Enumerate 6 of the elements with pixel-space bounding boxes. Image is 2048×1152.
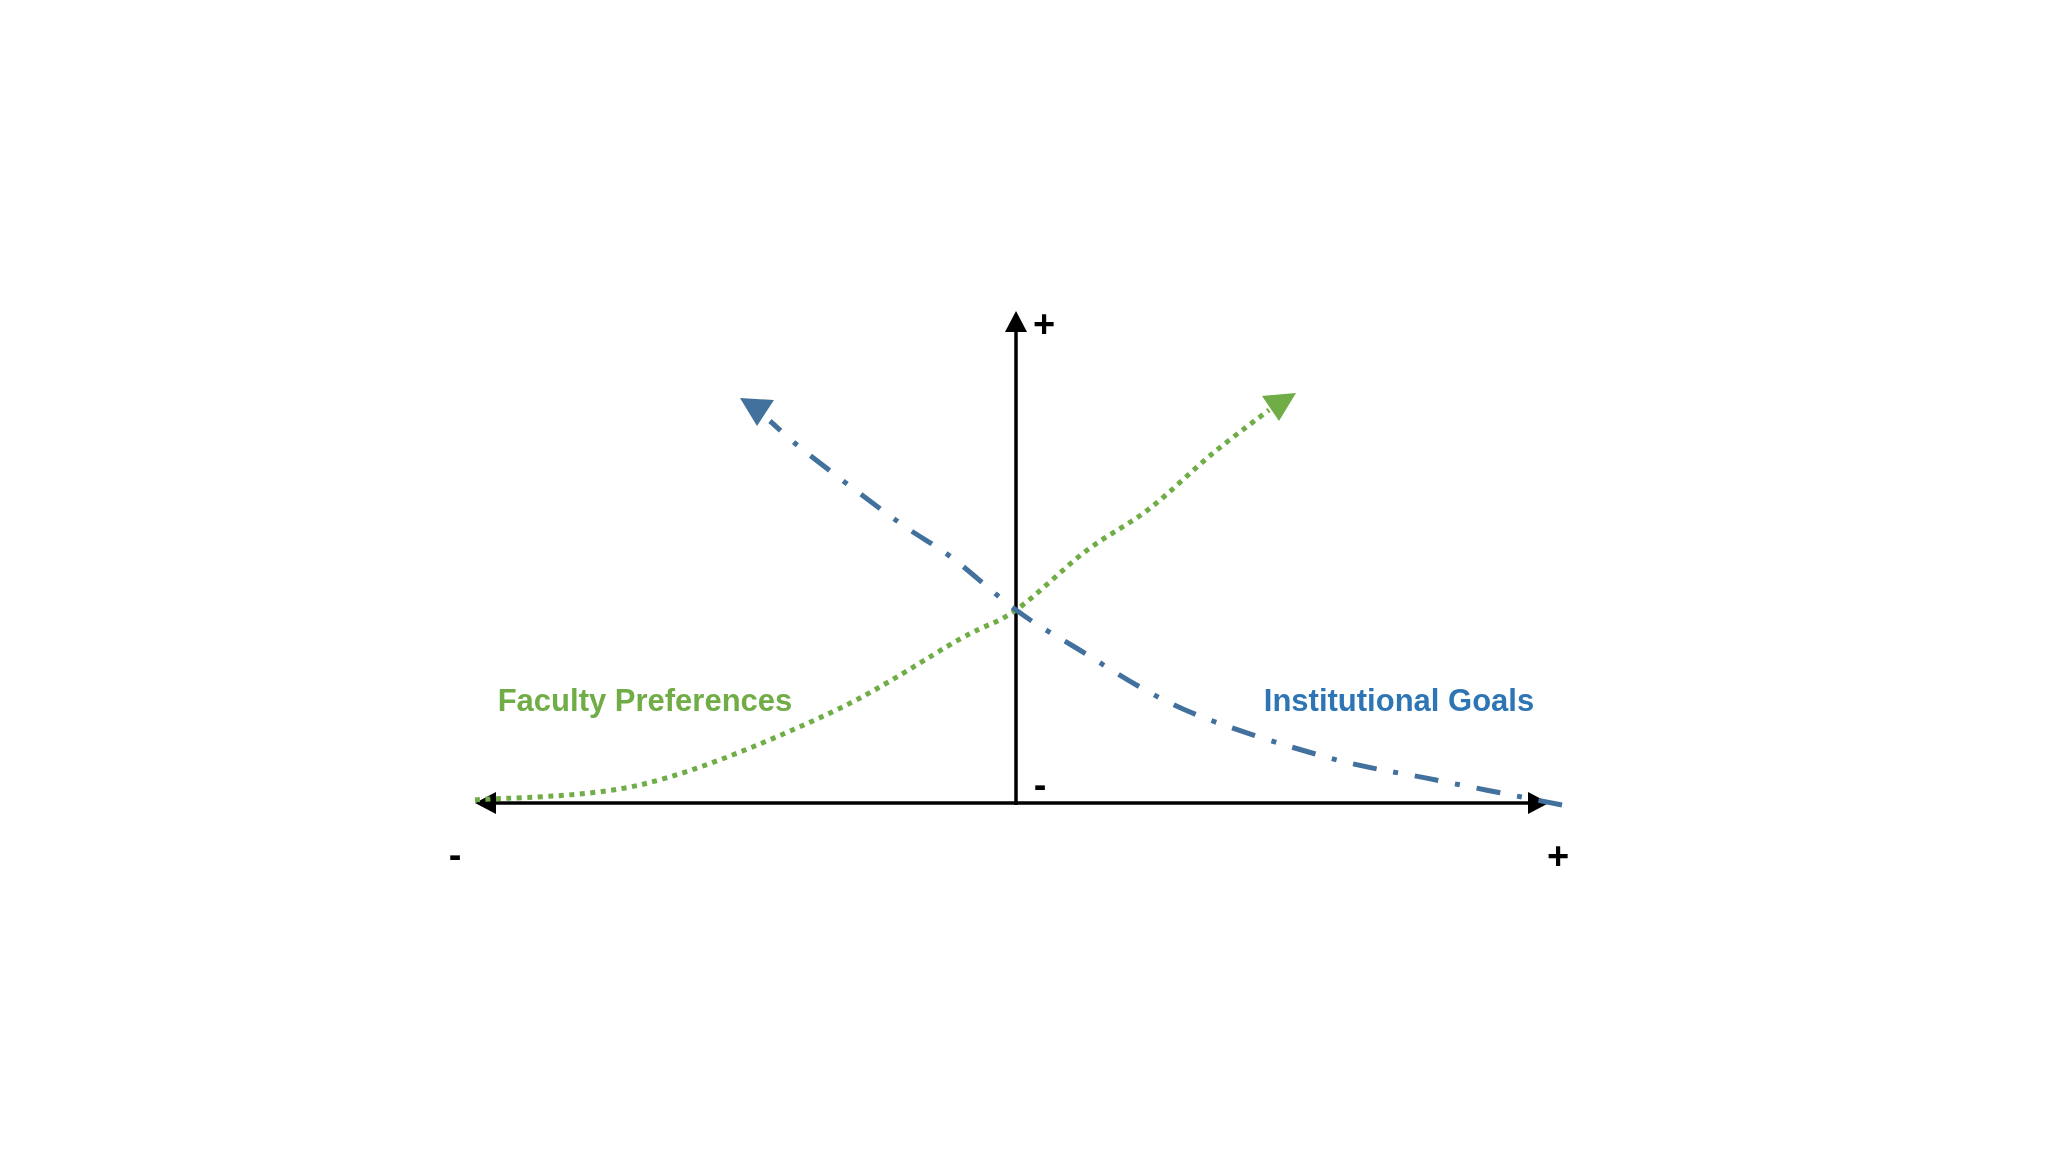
axis-sign-label: - <box>1033 766 1047 804</box>
axis-sign-label: - <box>448 836 462 874</box>
axis-sign-label: + <box>1032 305 1056 343</box>
axis-sign-label: + <box>1546 837 1570 875</box>
curve-label: Institutional Goals <box>1263 684 1535 716</box>
curve-label: Faculty Preferences <box>497 684 793 716</box>
